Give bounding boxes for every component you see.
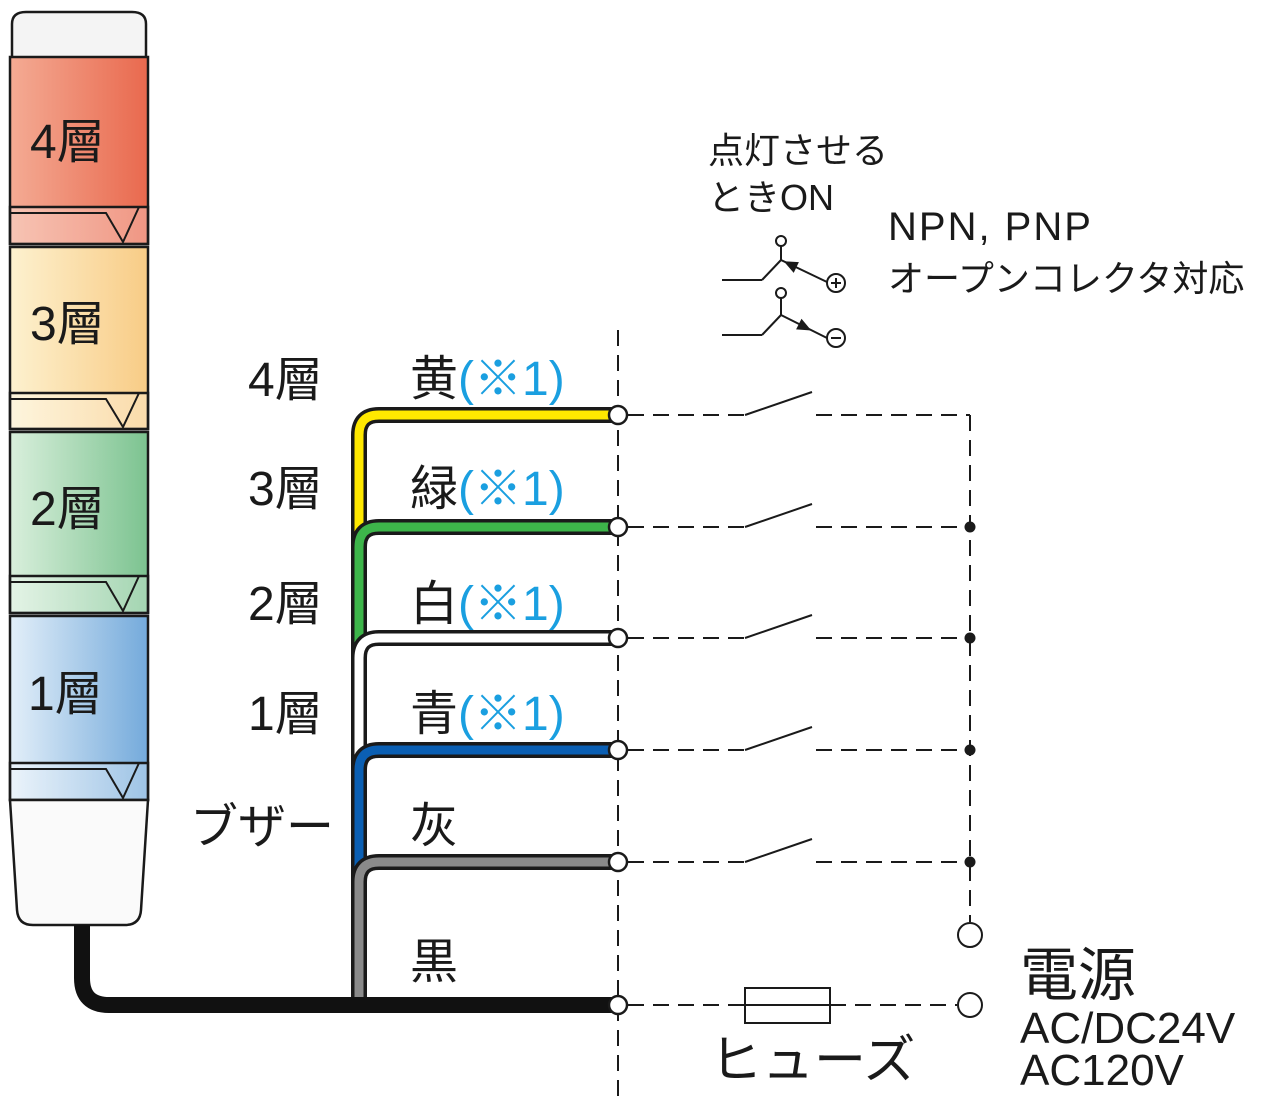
wire-core — [354, 857, 612, 1000]
plus-terminal-icon — [826, 273, 846, 293]
wire-black-cable — [74, 925, 612, 1013]
wire-label-white: 白(※1) — [410, 578, 565, 631]
tower-cap — [10, 10, 148, 60]
wire-label-column: 黄(※1) 緑(※1) 白(※1) 青(※1) 灰 黒 — [410, 353, 565, 989]
fuse-label: ヒューズ — [710, 1032, 915, 1090]
wire-label-green: 緑(※1) — [410, 463, 565, 516]
collar-notch — [10, 206, 140, 245]
collar-notch — [10, 392, 140, 430]
wire-core — [354, 745, 612, 1000]
wire-core — [354, 522, 612, 1000]
power-rating-2: AC120V — [1020, 1046, 1185, 1095]
switch-row-green — [628, 503, 970, 528]
layer-name-buzzer: ブザー — [190, 801, 334, 854]
tower-layer-2: 2層 — [8, 430, 150, 615]
wire-label-blue: 青(※1) — [410, 688, 565, 741]
tower-layer-label: 2層 — [30, 483, 105, 536]
tower-layer-4: 4層 — [8, 55, 150, 246]
power-rating-1: AC/DC24V — [1020, 1004, 1236, 1053]
terminal — [607, 994, 629, 1016]
switch-icon — [744, 726, 813, 751]
switch-icon — [744, 391, 813, 416]
arrow-icon — [783, 261, 799, 273]
base-diagonal — [761, 259, 782, 281]
wire-core — [354, 633, 612, 1000]
switch-icon — [744, 503, 813, 528]
terminal — [607, 851, 629, 873]
switch-icon — [744, 838, 813, 863]
tower-layer-3: 3層 — [8, 245, 150, 431]
tower-layer-label: 4層 — [30, 116, 105, 169]
wire-core — [354, 410, 612, 1000]
switch-row-gray — [628, 838, 970, 863]
wire-green — [351, 519, 612, 1000]
junction-dot — [964, 744, 976, 756]
signal-tower: 4層 3層 2層 1層 — [8, 10, 150, 927]
junction-dot — [964, 856, 976, 868]
base-diagonal — [761, 314, 782, 336]
transistor-minus-icon — [722, 287, 846, 348]
transistor-plus-icon — [722, 235, 846, 293]
terminal-block — [607, 404, 629, 1016]
terminal — [607, 516, 629, 538]
output-caption-line2: オープンコレクタ対応 — [888, 258, 1244, 299]
power-terminal-icon — [957, 992, 983, 1018]
layer-name-2: 2層 — [248, 578, 323, 631]
switch-caption-line2: ときON — [708, 177, 834, 218]
wire-note: (※1) — [458, 688, 565, 741]
switch-row-white — [628, 614, 970, 639]
layer-name-1: 1層 — [248, 688, 323, 741]
wire-yellow — [351, 407, 612, 1000]
junction-dot — [964, 521, 976, 533]
power-row — [628, 987, 957, 1024]
collector-terminal — [775, 235, 787, 247]
layer-name-4: 4層 — [248, 354, 323, 407]
wire-outline — [351, 854, 612, 1000]
wire-label-black: 黒 — [410, 936, 458, 989]
wire-gray — [351, 854, 612, 1000]
wire-color-name: 白 — [410, 578, 458, 631]
collar-notch — [10, 762, 140, 801]
arrow-icon — [796, 318, 812, 331]
wire-color-name: 青 — [410, 688, 458, 741]
wire-label-yellow: 黄(※1) — [410, 353, 565, 406]
wire-outline — [351, 742, 612, 1000]
terminal — [607, 627, 629, 649]
switch-icon — [744, 614, 813, 639]
power-terminal-icon — [957, 922, 983, 948]
terminal — [607, 739, 629, 761]
tower-layer-label: 1層 — [28, 668, 103, 721]
tower-base — [8, 798, 150, 927]
switch-caption-line1: 点灯させる — [708, 130, 888, 171]
wire-blue — [351, 742, 612, 1000]
wire-label-gray: 灰 — [410, 800, 458, 853]
tower-layer-1: 1層 — [8, 614, 150, 802]
junction-dot — [964, 632, 976, 644]
wire-note: (※1) — [458, 463, 565, 516]
wire-white — [351, 630, 612, 1000]
output-caption-line1: NPN, PNP — [888, 205, 1093, 249]
wire-note: (※1) — [458, 578, 565, 631]
power-supply-title: 電源 — [1020, 943, 1136, 1008]
layer-name-column: 4層 3層 2層 1層 ブザー — [190, 354, 334, 854]
minus-terminal-icon — [826, 328, 846, 348]
terminal — [607, 404, 629, 426]
wire-note: (※1) — [458, 353, 565, 406]
switch-row-yellow — [628, 391, 970, 416]
layer-name-3: 3層 — [248, 463, 323, 516]
collar-notch — [10, 575, 140, 614]
wire-color-name: 黄 — [410, 353, 458, 406]
tower-layer-label: 3層 — [30, 298, 105, 351]
collector-terminal — [775, 287, 787, 299]
switch-row-blue — [628, 726, 970, 751]
wire-color-name: 緑 — [410, 463, 458, 516]
